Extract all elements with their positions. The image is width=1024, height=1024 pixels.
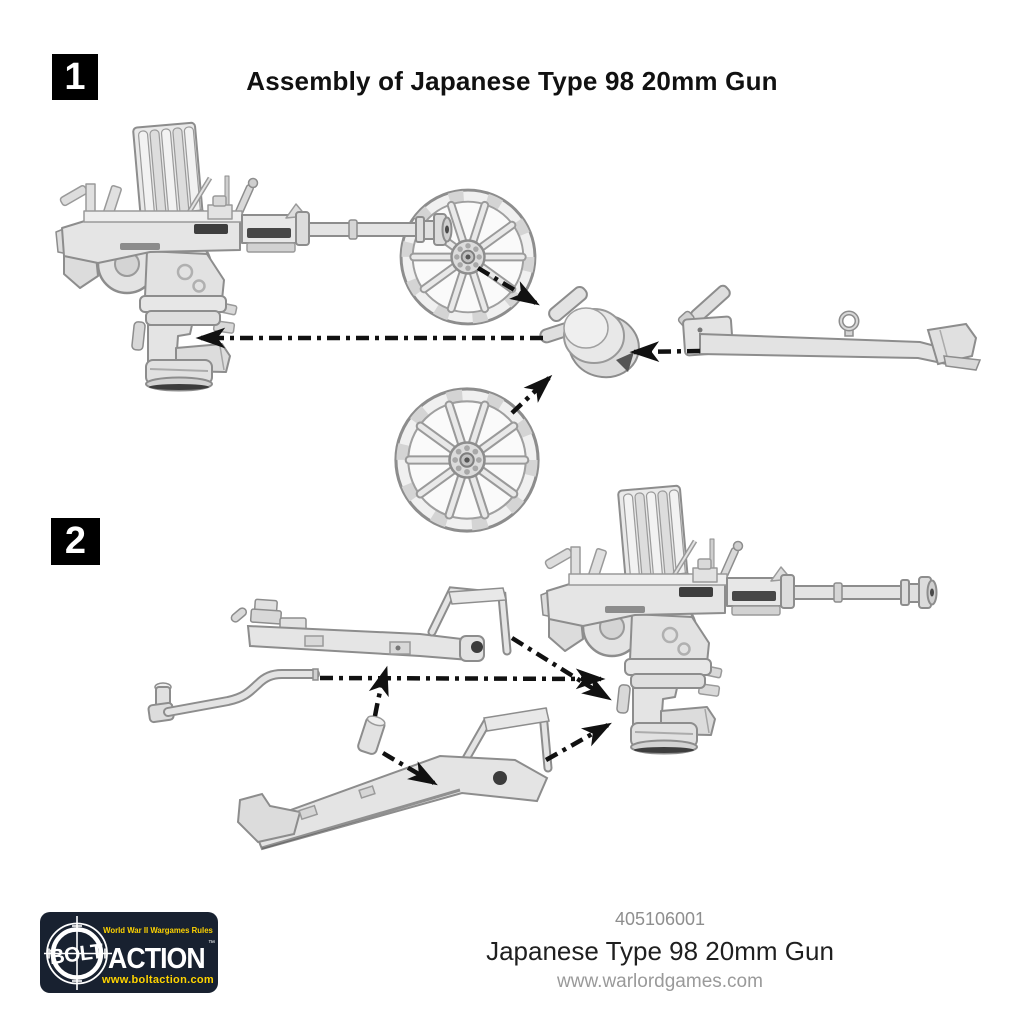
- arrow-lower-wheel-to-hub: [510, 374, 553, 415]
- footer: 405106001 Japanese Type 98 20mm Gun www.…: [400, 908, 920, 993]
- step-1-diagram: [56, 122, 982, 531]
- logo-url: www.boltaction.com: [101, 974, 214, 986]
- step-2-badge: 2: [51, 518, 100, 565]
- bolt-action-logo: BOLT World War II Wargames Rules ACTION …: [40, 912, 218, 993]
- arrow-lower-leg-to-pedestal: [544, 722, 612, 762]
- arrow-pin-to-lower-leg: [381, 751, 438, 786]
- arrow-crank-to-pedestal: [319, 668, 606, 690]
- trail-leg-upper: [230, 586, 512, 662]
- arrow-trail-to-hub: [629, 341, 701, 362]
- step-2-number: 2: [64, 520, 87, 562]
- step-1-number: 1: [64, 55, 86, 98]
- product-name: Japanese Type 98 20mm Gun: [486, 936, 834, 966]
- step-1-badge: 1: [52, 54, 98, 100]
- logo-tagline: World War II Wargames Rules: [103, 926, 213, 935]
- page-title: Assembly of Japanese Type 98 20mm Gun: [246, 66, 778, 96]
- trail-leg-lower: [236, 707, 553, 851]
- carriage-wheel-upper: [401, 190, 535, 324]
- gun-with-pedestal-mount: [56, 122, 452, 390]
- arrow-wheel-to-hub: [476, 266, 540, 306]
- arrow-upper-leg-to-pedestal: [510, 636, 612, 701]
- axle-hub: [539, 285, 640, 379]
- product-code: 405106001: [614, 909, 706, 929]
- logo-trademark: ™: [208, 940, 215, 947]
- crosshair-icon: [44, 916, 112, 990]
- axle-pin: [357, 715, 386, 755]
- assembled-gun: [541, 485, 937, 753]
- step-2-diagram: [147, 485, 937, 851]
- logo-action-text: ACTION: [108, 942, 205, 974]
- trail-leg: [677, 284, 982, 371]
- website-url: www.warlordgames.com: [557, 971, 763, 992]
- arrow-pin-to-upper-leg: [368, 665, 389, 717]
- crank-handle: [147, 668, 320, 724]
